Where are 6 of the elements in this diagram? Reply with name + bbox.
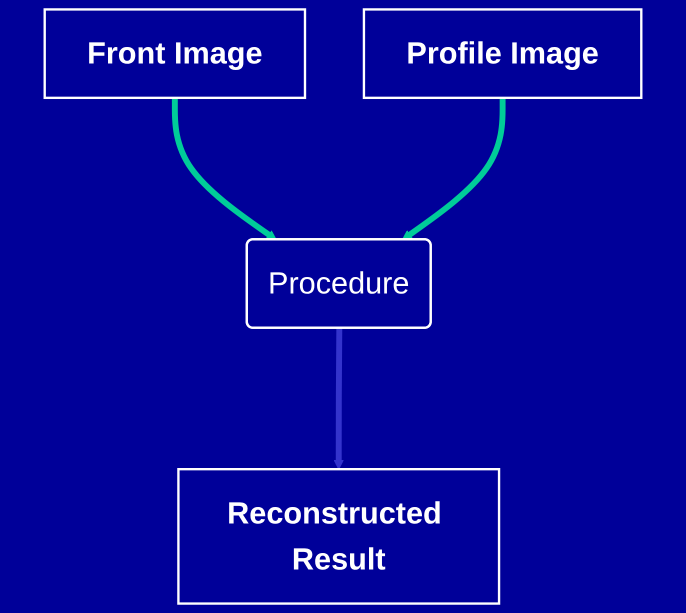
arrow	[172, 98, 277, 240]
arrow	[402, 98, 506, 240]
node-box: Reconstructed Result	[177, 468, 500, 605]
node-box: Profile Image	[362, 8, 642, 100]
arrow	[334, 328, 344, 470]
node-box: Front Image	[44, 8, 306, 100]
